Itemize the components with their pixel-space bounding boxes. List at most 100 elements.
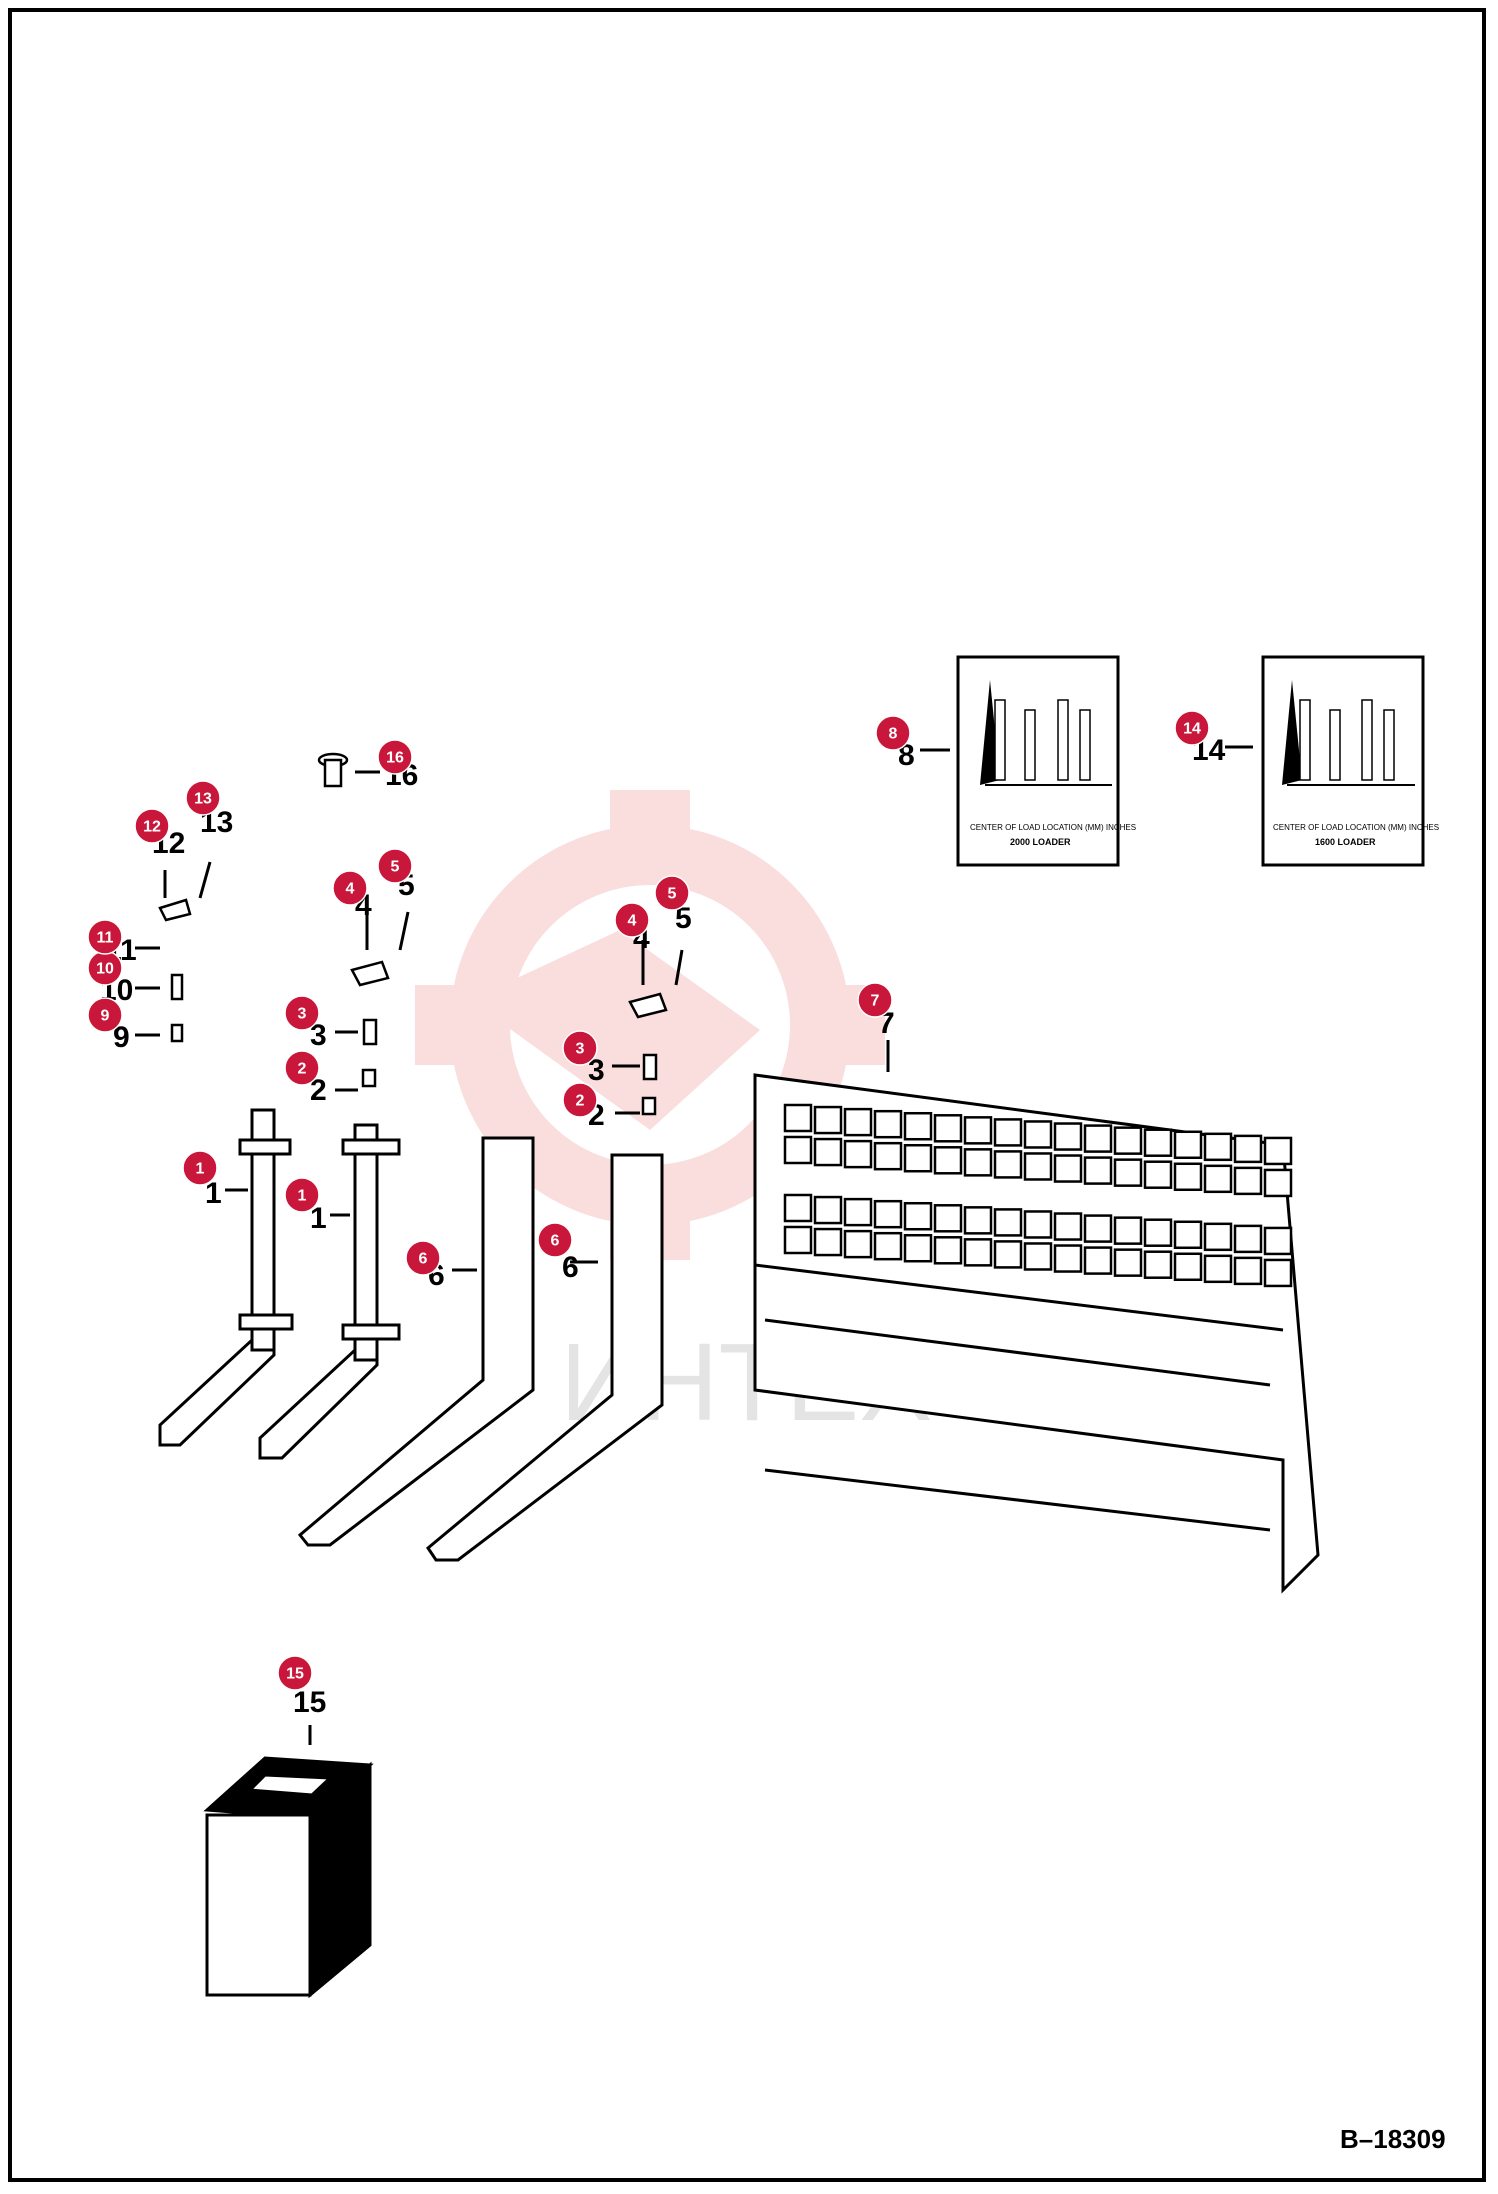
callout-label: 3 <box>298 1006 307 1023</box>
grid-cell <box>1143 1128 1173 1157</box>
grid-cell <box>1173 1252 1203 1282</box>
grid-cell <box>843 1229 873 1259</box>
grid-cell <box>1113 1216 1143 1245</box>
grid-cell <box>813 1105 843 1135</box>
callout-label: 13 <box>194 791 212 808</box>
fork-small-right <box>258 1123 401 1460</box>
grid-cell <box>1203 1164 1233 1194</box>
manual-box-part-15 <box>203 1756 374 1999</box>
grid-cell <box>813 1227 843 1257</box>
callout-c1b: 1 <box>284 1177 320 1213</box>
grid-cell <box>1233 1166 1263 1196</box>
callout-c6a: 6 <box>405 1240 441 1276</box>
grid-cell <box>903 1111 933 1141</box>
grid-cell <box>993 1150 1023 1179</box>
grid-cell <box>1053 1244 1083 1273</box>
grid-cell <box>843 1197 873 1227</box>
grid-cell <box>1203 1254 1233 1284</box>
grid-cell <box>963 1148 993 1177</box>
grid-cell <box>1263 1258 1293 1288</box>
grid-cell <box>873 1231 903 1261</box>
grid-cell <box>963 1238 993 1267</box>
decal-right-model: 1600 LOADER <box>1315 837 1376 847</box>
grid-cell <box>1173 1220 1203 1250</box>
callout-label: 6 <box>419 1251 428 1268</box>
callout-label: 1 <box>298 1188 307 1205</box>
grid-cell <box>993 1118 1023 1147</box>
grid-cell <box>933 1114 963 1143</box>
grid-cell <box>1233 1224 1263 1254</box>
grid-cell <box>1023 1152 1053 1181</box>
callout-c9: 9 <box>87 997 123 1033</box>
callout-c15: 15 <box>277 1655 313 1691</box>
decal-right-footer: CENTER OF LOAD LOCATION (MM) INCHES <box>1273 823 1439 832</box>
capacity-decal-left: CENTER OF LOAD LOCATION (MM) INCHES 2000… <box>956 655 1136 867</box>
grid-cell <box>873 1109 903 1139</box>
callout-c14: 14 <box>1174 710 1210 746</box>
lock-pin-assembly-1 <box>350 960 390 1088</box>
callout-label: 2 <box>576 1093 585 1110</box>
decal-left-footer: CENTER OF LOAD LOCATION (MM) INCHES <box>970 823 1136 832</box>
callout-c4a: 4 <box>332 870 368 906</box>
callout-label: 3 <box>576 1041 585 1058</box>
grid-cell <box>1263 1226 1293 1256</box>
callout-label: 14 <box>1183 721 1201 738</box>
callout-c6b: 6 <box>537 1222 573 1258</box>
grid-cell <box>1263 1168 1293 1198</box>
grid-cell <box>933 1236 963 1265</box>
callout-label: 1 <box>196 1161 205 1178</box>
grid-cell <box>843 1107 873 1137</box>
grid-cell <box>1143 1250 1173 1279</box>
callout-c11: 11 <box>87 919 123 955</box>
grid-cell <box>1113 1158 1143 1187</box>
grid-cell <box>873 1199 903 1229</box>
grid-cell <box>1233 1256 1263 1286</box>
callout-c2a: 2 <box>284 1050 320 1086</box>
fork-small-left <box>158 1108 294 1447</box>
part-number-3a: 3 <box>310 1019 327 1052</box>
callout-c4b: 4 <box>614 902 650 938</box>
callout-c10: 10 <box>87 950 123 986</box>
grid-cell <box>933 1146 963 1175</box>
leader-lines <box>135 745 1253 1745</box>
grid-cell <box>1113 1126 1143 1155</box>
callout-c16: 16 <box>377 739 413 775</box>
grid-cell <box>1263 1136 1293 1166</box>
lock-pin-assembly-3 <box>158 898 192 1043</box>
callout-c3a: 3 <box>284 995 320 1031</box>
grid-cell <box>1233 1134 1263 1164</box>
grid-cell <box>873 1141 903 1171</box>
part-number-3b: 3 <box>588 1054 605 1087</box>
callout-c12: 12 <box>134 808 170 844</box>
grid-cell <box>1083 1156 1113 1185</box>
callout-c5b: 5 <box>654 875 690 911</box>
grid-cell <box>1083 1214 1113 1243</box>
grid-cell <box>1053 1154 1083 1183</box>
callout-c2b: 2 <box>562 1082 598 1118</box>
callout-label: 6 <box>551 1233 560 1250</box>
backrest-grid-top <box>783 1103 1293 1198</box>
grid-cell <box>1053 1122 1083 1151</box>
part-number-6b: 6 <box>562 1251 579 1284</box>
grid-cell <box>1083 1246 1113 1275</box>
part-number-9: 9 <box>113 1021 130 1054</box>
grid-cell <box>1083 1124 1113 1153</box>
grid-cell <box>1113 1248 1143 1277</box>
callout-label: 10 <box>96 961 114 978</box>
grid-cell <box>1023 1210 1053 1239</box>
grid-cell <box>903 1233 933 1263</box>
grid-cell <box>993 1208 1023 1237</box>
grid-cell <box>1143 1218 1173 1247</box>
callout-label: 11 <box>97 930 114 947</box>
grid-cell <box>1023 1120 1053 1149</box>
grid-cell <box>933 1204 963 1233</box>
callout-label: 9 <box>101 1008 110 1025</box>
drawing-id: B–18309 <box>1340 2124 1446 2154</box>
grid-cell <box>843 1139 873 1169</box>
capacity-decal-right: CENTER OF LOAD LOCATION (MM) INCHES 1600… <box>1261 655 1439 867</box>
grid-cell <box>993 1240 1023 1269</box>
callout-label: 16 <box>386 750 404 767</box>
grid-cell <box>903 1143 933 1173</box>
grid-cell <box>903 1201 933 1231</box>
